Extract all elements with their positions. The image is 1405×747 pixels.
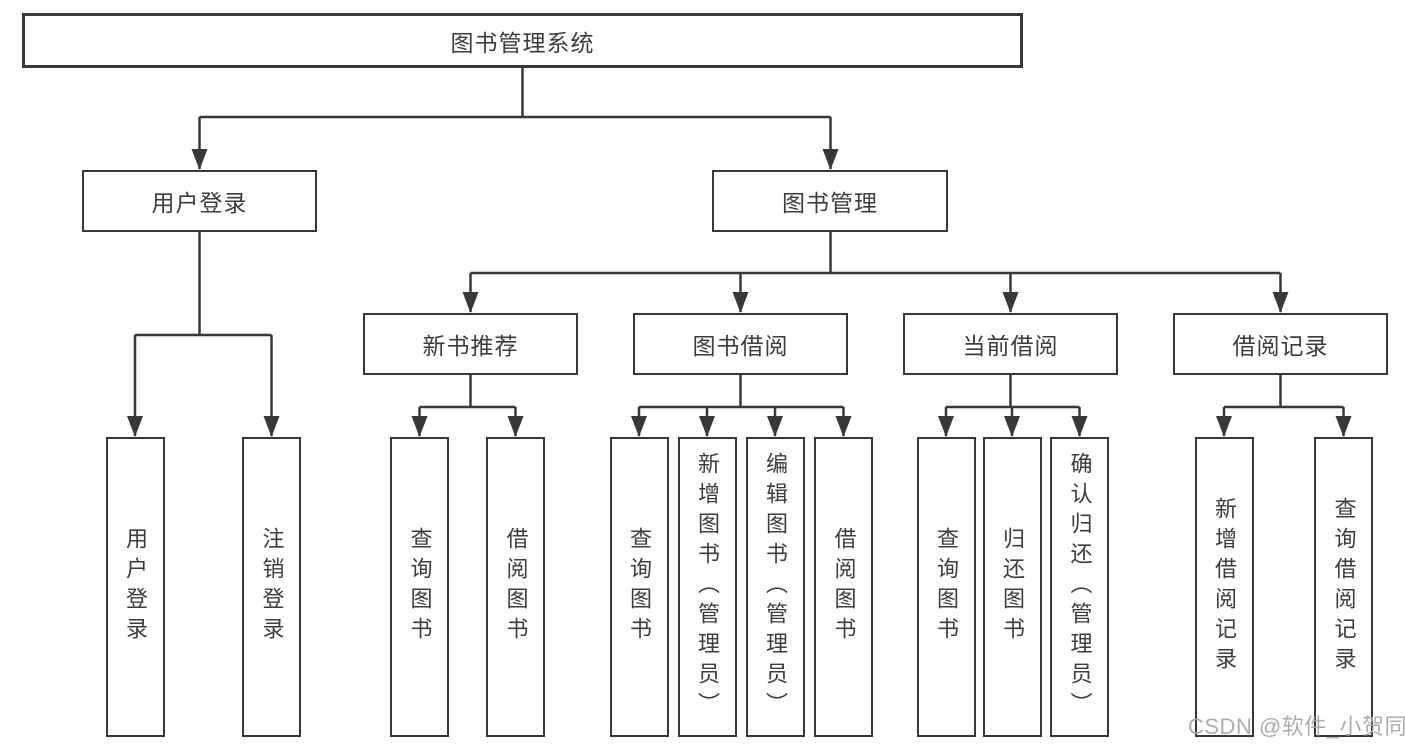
leaf-label: 查询借阅记录 [1331, 497, 1357, 677]
leaf-label: 新增图书（管理员） [695, 452, 720, 722]
leaf-return-books: 归还图书 [982, 437, 1042, 737]
connector-root-to-level2 [198, 66, 832, 169]
node-current-borrow: 当前借阅 [903, 313, 1118, 375]
node-new-book-recommend: 新书推荐 [363, 313, 578, 375]
leaf-label: 确认归还（管理员） [1067, 452, 1093, 722]
connector-level3-to-leaves [418, 373, 1345, 436]
leaf-label: 查询图书 [407, 527, 433, 647]
node-system-root: 图书管理系统 [22, 13, 1023, 68]
leaf-borrow-books-1: 借阅图书 [486, 437, 545, 737]
arrowheads [127, 149, 1352, 437]
leaf-label: 借阅图书 [503, 527, 529, 647]
leaf-logout: 注销登录 [242, 437, 301, 737]
leaf-label: 编辑图书（管理员） [763, 452, 788, 722]
leaf-add-books-admin: 新增图书（管理员） [677, 437, 737, 737]
leaf-query-books-2: 查询图书 [609, 437, 669, 737]
node-book-management: 图书管理 [712, 170, 948, 232]
connector-login-to-leaves [133, 230, 273, 436]
leaf-edit-books-admin: 编辑图书（管理员） [745, 437, 805, 737]
node-borrow-records: 借阅记录 [1173, 313, 1388, 375]
node-user-login: 用户登录 [82, 170, 317, 232]
leaf-label: 注销登录 [259, 527, 285, 647]
leaf-add-borrow-record: 新增借阅记录 [1194, 437, 1254, 737]
leaf-borrow-books-2: 借阅图书 [814, 437, 873, 737]
leaf-label: 归还图书 [1000, 527, 1025, 647]
leaf-label: 借阅图书 [831, 527, 857, 647]
leaf-query-borrow-record: 查询借阅记录 [1314, 437, 1373, 737]
leaf-label: 新增借阅记录 [1212, 497, 1237, 677]
leaf-label: 查询图书 [934, 527, 959, 647]
leaf-user-login: 用户登录 [105, 437, 165, 737]
leaf-confirm-return-admin: 确认归还（管理员） [1050, 437, 1109, 737]
node-book-borrow: 图书借阅 [633, 313, 848, 375]
leaf-query-books-1: 查询图书 [390, 437, 449, 737]
connector-management-to-level3 [469, 230, 1282, 312]
leaf-label: 查询图书 [627, 527, 652, 647]
leaf-label: 用户登录 [123, 527, 148, 647]
watermark: CSDN @软件_小贺同学 [1188, 714, 1405, 739]
leaf-query-books-3: 查询图书 [916, 437, 976, 737]
